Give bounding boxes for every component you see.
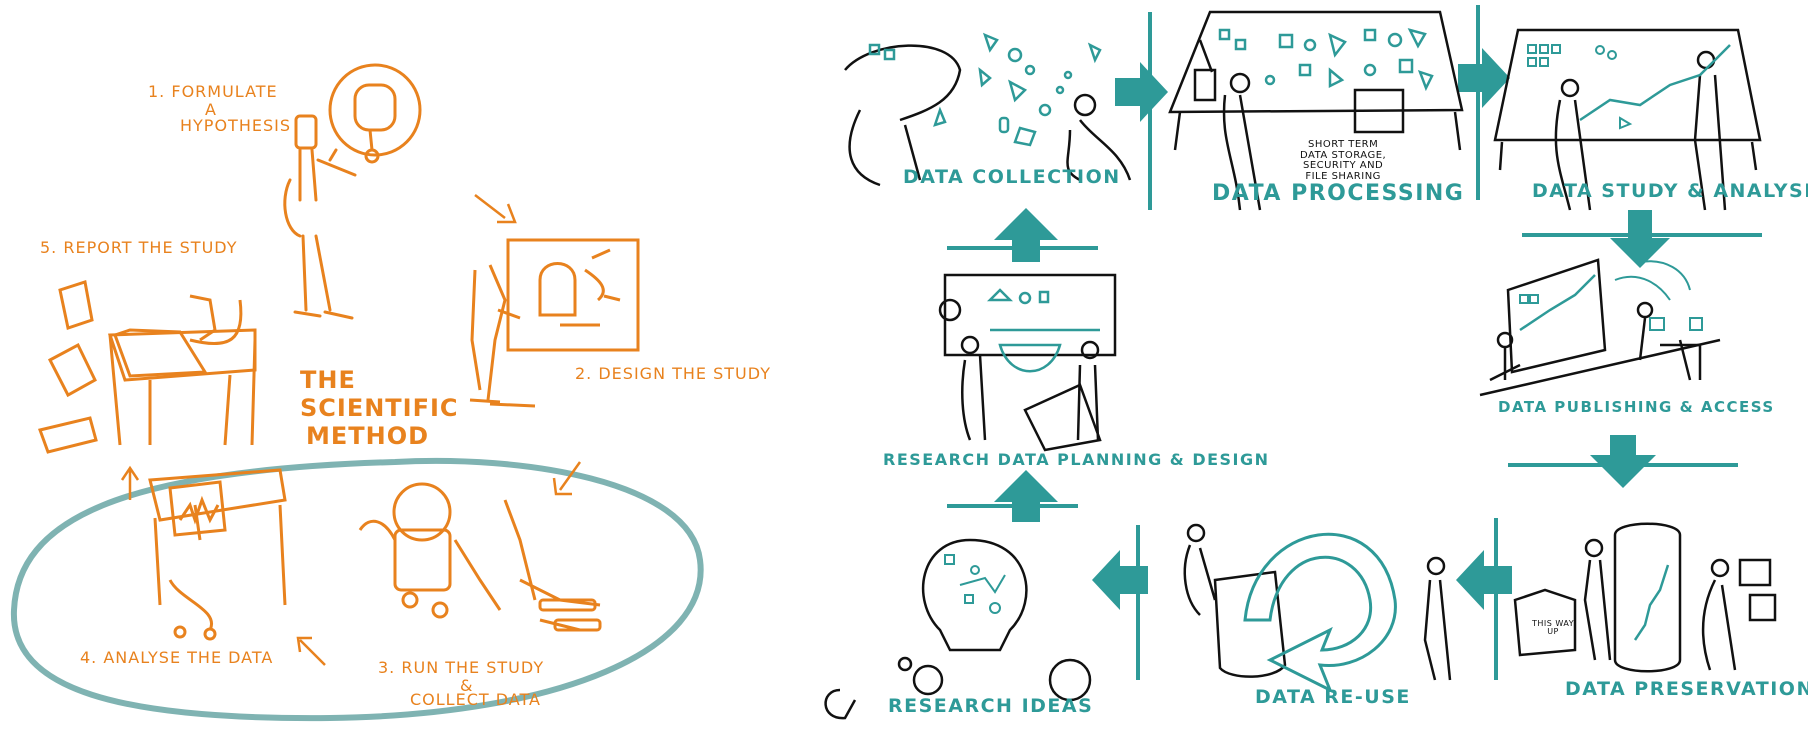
publishing-shapes [1519, 260, 1703, 331]
stage-data-reuse: Data re-use [1255, 686, 1411, 708]
data-analysis-scene [1493, 28, 1762, 211]
stage-data-processing: Data processing [1212, 181, 1465, 206]
research-ideas-scene [824, 538, 1092, 720]
lifecycle-arrows [994, 48, 1670, 610]
analysis-shapes [1527, 44, 1633, 130]
step-2-line-1: Design the study [598, 364, 771, 383]
storage-note-line-1: Short term [1307, 139, 1379, 150]
box-label-line-2: up [1547, 627, 1559, 637]
step-2-number: 2. [575, 364, 593, 383]
preservation-trend-line [1633, 564, 1670, 641]
step-4-line-1: Analyse the data [103, 648, 274, 667]
step-3-line-2: & [460, 676, 474, 695]
data-preservation-scene [1513, 522, 1777, 673]
step-1-line-2: a [205, 100, 217, 119]
arrow-collection-to-processing [1115, 62, 1168, 122]
processing-shapes [1218, 28, 1434, 92]
arrow-planning-to-collection [994, 208, 1058, 262]
step-5-label: 5. Report the study [40, 238, 238, 257]
stage-research-ideas: Research ideas [888, 695, 1094, 717]
step-1-line-3: Hypothesis [180, 116, 291, 135]
box-label: This way up [1532, 619, 1575, 637]
method-title-line-3: Method [306, 422, 430, 450]
stage-data-preservation: Data preservation [1565, 678, 1808, 700]
step-1-line-1: Formulate [171, 82, 278, 101]
step-3-label: 3. Run the study [378, 658, 545, 677]
step-5-line-1: Report the study [63, 238, 238, 257]
storage-note-line-2: data storage, [1300, 149, 1387, 161]
publishing-trend-line [1519, 274, 1596, 332]
step-4-label: 4. Analyse the data [80, 648, 274, 667]
arrow-preservation-to-reuse [1456, 550, 1512, 610]
data-reuse-scene [1183, 523, 1452, 681]
arrow-processing-to-analysis [1458, 48, 1510, 108]
arrow-analysis-to-publishing [1610, 210, 1670, 268]
planning-scene [938, 273, 1117, 452]
step-5-number: 5. [40, 238, 58, 257]
method-title-line-2: Scientific [300, 394, 459, 422]
method-title-line-1: The [300, 366, 356, 394]
study-design-figure [469, 238, 640, 408]
data-shapes [868, 32, 1102, 147]
step-3-number: 3. [378, 658, 396, 677]
stage-data-publishing-access: Data publishing & access [1498, 398, 1775, 416]
storage-note-line-4: file sharing [1305, 170, 1381, 182]
arrow-publishing-to-preservation [1590, 435, 1656, 488]
data-collection-scene [844, 44, 1132, 187]
box-label-line-1: This way [1532, 619, 1575, 628]
experiment-robot-figure [358, 482, 602, 632]
arrow-reuse-to-ideas [1092, 550, 1148, 610]
step-1-number: 1. [148, 82, 166, 101]
idea-bulb-shapes [944, 554, 1006, 614]
step-1-label: 1. Formulate [148, 82, 278, 101]
analysis-trend-line [1579, 44, 1731, 122]
data-analyst-figure [148, 468, 287, 641]
step-4-number: 4. [80, 648, 98, 667]
step-2-label: 2. Design the study [575, 364, 771, 383]
data-publishing-scene [1479, 258, 1721, 397]
planning-shapes [986, 288, 1100, 373]
flow-arrows-orange [120, 194, 582, 666]
stage-research-data-planning-design: Research data planning & design [883, 450, 1270, 469]
storage-note: Short term data storage, security and fi… [1300, 139, 1387, 182]
stage-data-study-analysis: Data study & analysis [1532, 180, 1808, 202]
step-3-line-1: Run the study [401, 658, 545, 677]
scientist-hypothesis-figure [283, 63, 422, 320]
highlight-loop [10, 457, 704, 722]
step-3-line-3: collect data [410, 690, 541, 709]
storage-note-line-3: security and [1302, 160, 1384, 171]
stage-data-collection: Data collection [903, 166, 1121, 188]
reuse-arrow-curve [1243, 532, 1397, 694]
arrow-ideas-to-planning [994, 470, 1058, 522]
data-processing-scene [1168, 10, 1464, 211]
report-writer-figure [38, 280, 257, 454]
